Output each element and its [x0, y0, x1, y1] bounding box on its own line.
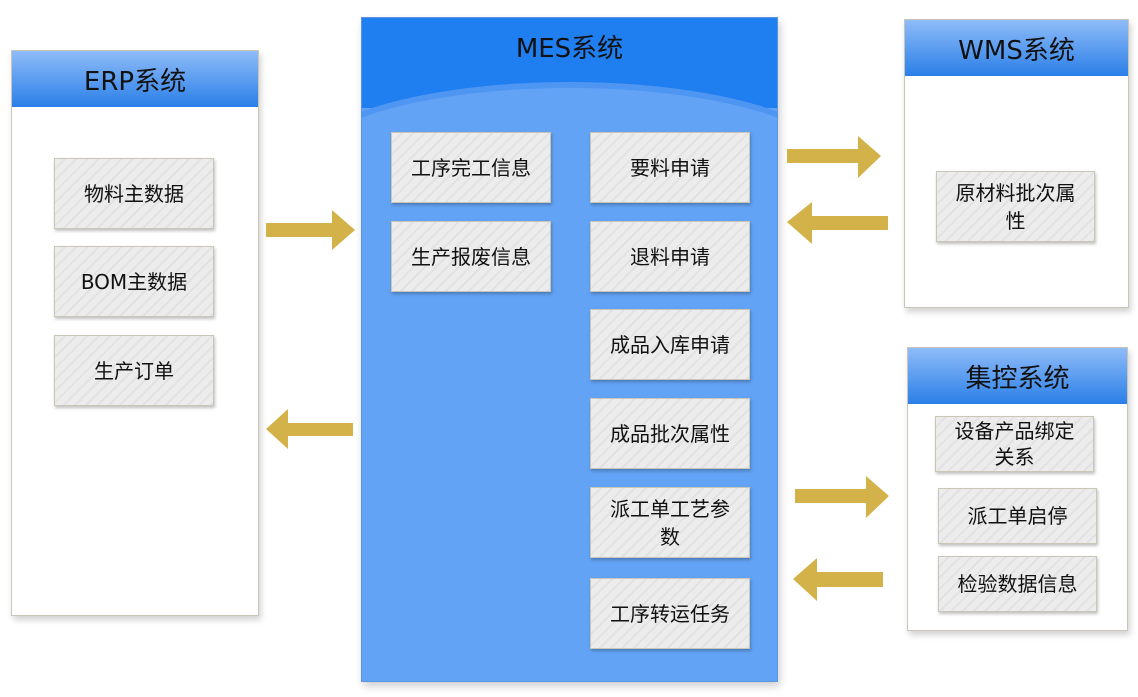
erp-system-title: ERP系统: [12, 51, 258, 107]
mes-item-material-request: 要料申请: [590, 132, 750, 203]
mes-item-process-completion: 工序完工信息: [391, 132, 551, 203]
central-control-system-panel: 集控系统 设备产品绑定关系 派工单启停 检验数据信息: [907, 347, 1128, 631]
arrow-mes-to-central-control: [795, 476, 889, 518]
right-arrow-icon: [795, 476, 889, 518]
wms-item-raw-material-batch: 原材料批次属性: [936, 171, 1095, 242]
mes-item-process-transfer-task: 工序转运任务: [590, 578, 750, 649]
arrow-mes-to-wms: [787, 136, 881, 178]
left-arrow-icon: [793, 558, 883, 601]
jk-item-dispatch-start-stop: 派工单启停: [938, 488, 1097, 544]
arrow-mes-to-erp: [266, 409, 353, 449]
erp-item-bom-master: BOM主数据: [54, 246, 214, 317]
erp-item-material-master: 物料主数据: [54, 158, 214, 229]
wms-system-title: WMS系统: [905, 20, 1128, 76]
mes-item-production-scrap: 生产报废信息: [391, 221, 551, 292]
right-arrow-icon: [266, 210, 355, 250]
erp-item-production-order: 生产订单: [54, 335, 214, 406]
left-arrow-icon: [266, 409, 353, 449]
jk-item-equipment-product-binding: 设备产品绑定关系: [935, 416, 1094, 472]
wms-system-panel: WMS系统 原材料批次属性: [904, 19, 1129, 308]
central-control-system-title: 集控系统: [908, 348, 1127, 404]
mes-item-dispatch-process-params: 派工单工艺参数: [590, 487, 750, 558]
jk-item-inspection-data: 检验数据信息: [938, 556, 1097, 612]
erp-system-panel: ERP系统 物料主数据 BOM主数据 生产订单: [11, 50, 259, 616]
arrow-erp-to-mes: [266, 210, 355, 250]
right-arrow-icon: [787, 136, 881, 178]
arrow-wms-to-mes: [787, 202, 888, 244]
arrow-central-control-to-mes: [793, 558, 883, 601]
mes-item-finished-batch-attributes: 成品批次属性: [590, 398, 750, 469]
mes-system-panel: MES系统 工序完工信息 生产报废信息 要料申请 退料申请 成品入库申请 成品批…: [361, 17, 778, 682]
left-arrow-icon: [787, 202, 888, 244]
mes-item-material-return: 退料申请: [590, 221, 750, 292]
mes-item-finished-goods-inbound: 成品入库申请: [590, 309, 750, 380]
mes-system-title: MES系统: [515, 34, 624, 64]
